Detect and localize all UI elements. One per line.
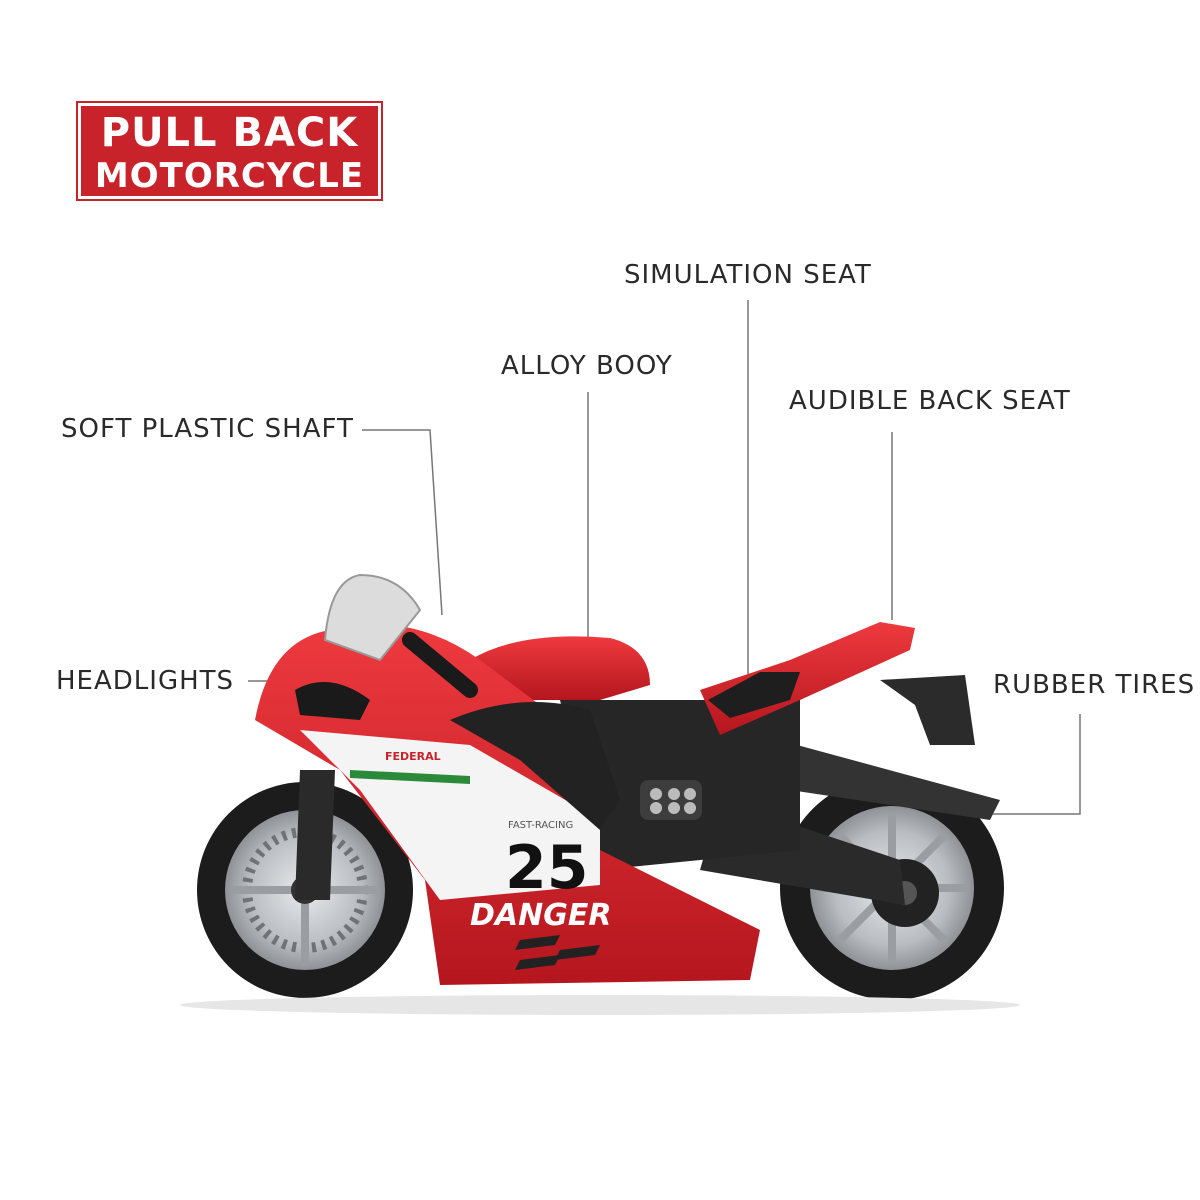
decal-number: 25 bbox=[505, 833, 589, 903]
decal-brand: DANGER bbox=[470, 898, 611, 933]
front-fork bbox=[295, 770, 335, 900]
callout-leader-lines bbox=[248, 300, 1081, 815]
fairing-vents bbox=[515, 935, 600, 970]
rider-seat bbox=[708, 672, 800, 718]
license-plate-holder bbox=[880, 675, 975, 745]
label-headlights: HEADLIGHTS bbox=[56, 666, 235, 696]
decal-sponsor: FEDERAL bbox=[385, 750, 441, 763]
label-alloy-body: ALLOY BOOY bbox=[501, 351, 673, 381]
decal-small-text: FAST-RACING bbox=[508, 820, 573, 831]
leader-soft-plastic-shaft bbox=[362, 429, 443, 616]
green-stripe bbox=[350, 770, 470, 784]
label-soft-plastic-shaft: SOFT PLASTIC SHAFT bbox=[61, 414, 354, 444]
label-rubber-tires: RUBBER TIRES bbox=[993, 670, 1196, 700]
rear-fender bbox=[760, 735, 1000, 820]
title-badge: PULL BACK MOTORCYCLE bbox=[76, 101, 383, 201]
leader-rubber-tires bbox=[985, 714, 1081, 815]
mid-panel bbox=[450, 702, 620, 830]
ground-shadow bbox=[180, 995, 1020, 1015]
exhaust-cap bbox=[640, 780, 702, 820]
fuel-tank bbox=[470, 636, 650, 700]
tail-body bbox=[700, 622, 915, 735]
badge-title-line-1: PULL BACK bbox=[100, 110, 359, 156]
badge-title-line-2: MOTORCYCLE bbox=[94, 156, 365, 196]
headlight bbox=[295, 682, 370, 720]
windscreen bbox=[323, 573, 422, 662]
label-audible-back-seat: AUDIBLE BACK SEAT bbox=[789, 386, 1071, 416]
handlebar bbox=[402, 632, 478, 698]
label-simulation-seat: SIMULATION SEAT bbox=[624, 260, 872, 290]
